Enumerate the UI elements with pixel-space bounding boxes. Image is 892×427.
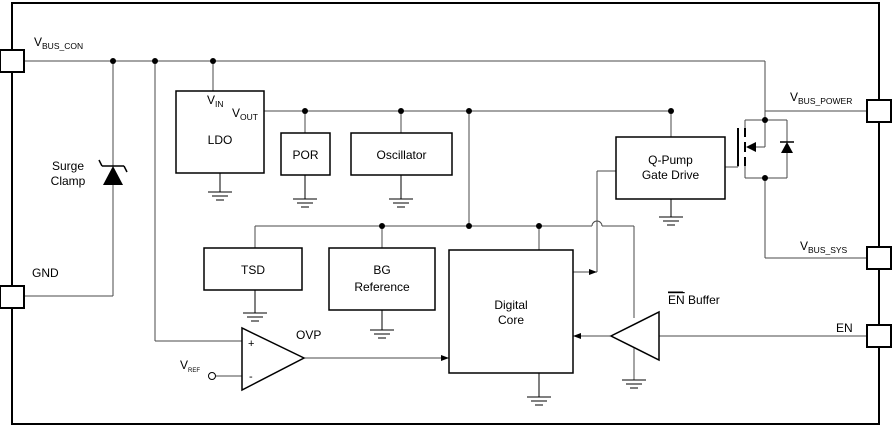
surge-clamp-label-1: Surge [52,159,84,173]
ground-symbols [208,173,683,406]
vbus-sys-label: VBUS_SYS [800,239,848,255]
wiring [24,60,867,377]
core-label-2: Core [498,313,524,327]
en-buffer-label: EN Buffer [668,293,720,307]
por-block: POR [280,132,331,176]
oscillator-block: Oscillator [350,132,453,176]
signal-arrows [441,269,597,361]
zener-diode-icon [103,166,123,185]
ldo-block: VIN VOUT LDO [175,90,265,174]
pin-vbus-sys: VBUS_SYS [800,239,892,270]
ldo-vin-label: VIN [207,93,224,109]
qpump-label-1: Q-Pump [648,153,693,167]
gnd-label: GND [32,266,59,280]
chip-boundary [11,2,880,425]
vbus-power-label: VBUS_POWER [790,90,852,106]
surge-clamp-label-2: Clamp [51,174,86,188]
body-diode-icon [781,142,793,153]
vref-label: VREF [180,358,200,374]
pin-vbus-power: VBUS_POWER [790,90,892,123]
en-buffer: EN Buffer [609,291,720,380]
junction-dots [110,58,768,229]
por-label: POR [292,148,318,162]
ovp-label: OVP [296,328,321,342]
vbus-con-label: VBUS_CON [34,35,83,51]
pin-gnd: GND [0,266,59,309]
qpump-label-2: Gate Drive [642,168,700,182]
pin-en: EN [836,321,892,348]
vref-terminal-icon [208,372,216,380]
power-mosfet [737,128,794,166]
oscillator-label: Oscillator [376,148,426,162]
ovp-minus-sign: - [249,371,253,383]
pin-vbus-con: VBUS_CON [0,35,83,73]
en-label: EN [836,321,853,335]
surge-clamp: Surge Clamp [51,159,128,188]
core-label-1: Digital [494,298,527,312]
bg-label-2: Reference [354,280,410,294]
mosfet-arrow-icon [746,142,756,152]
ldo-title: LDO [208,133,233,147]
bg-reference-block: BG Reference [328,247,436,311]
ovp-comparator: + - OVP VREF [180,326,321,392]
arrow-en-to-core [573,333,581,339]
ovp-plus-sign: + [248,338,254,350]
ldo-vout-label: VOUT [232,106,258,122]
bg-label-1: BG [373,263,390,277]
digital-core-block: Digital Core [448,249,574,374]
arrow-core-to-qpump [589,269,597,275]
arrow-ovp-to-core [441,355,449,361]
tsd-label: TSD [241,263,265,277]
tsd-block: TSD [203,247,303,291]
qpump-block: Q-Pump Gate Drive [615,136,726,200]
